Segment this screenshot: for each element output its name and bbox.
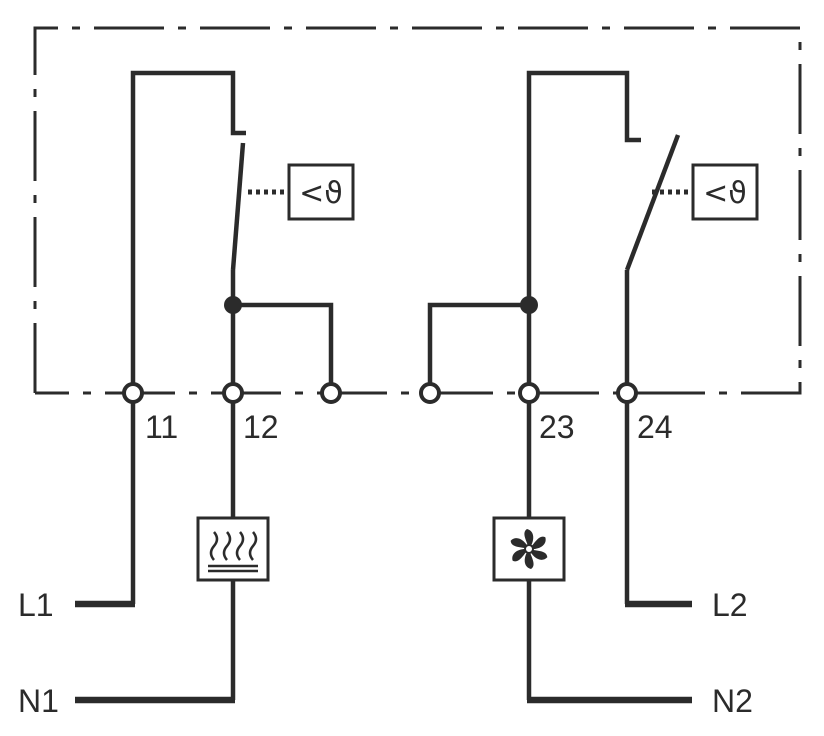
left-switch-blade [230,142,246,271]
right-switch-blade [624,134,681,271]
terminal-label-12: 12 [243,409,279,445]
right-thermostat-symbol: <ϑ [703,176,747,211]
wire-11-to-contact [130,70,246,393]
supply-label-n2: N2 [712,683,753,719]
left-bridge-wire [233,302,334,393]
wire-23-to-contact [526,70,641,393]
terminal-11 [122,382,144,404]
left-thermostat-symbol: <ϑ [299,176,343,211]
terminal-23 [518,382,540,404]
right-junction-dot [520,296,538,314]
terminal-24 [616,382,638,404]
terminal-label-23: 23 [539,409,575,445]
device-housing-outline [33,26,802,395]
terminal-right-bridge [419,382,441,404]
right-bridge-wire [427,302,529,393]
heater-icon [196,516,270,582]
supply-label-l1: L1 [18,587,54,623]
left-junction-dot [224,296,242,314]
terminal-label-24: 24 [637,409,673,445]
terminal-left-bridge [320,382,342,404]
fan-icon [492,516,566,582]
terminal-12 [222,382,244,404]
supply-label-l2: L2 [712,587,748,623]
right-thermostat-box [691,163,759,221]
terminal-label-11: 11 [145,409,178,445]
right-thermostat-circuit: <ϑ [427,70,759,393]
left-thermostat-circuit: <ϑ [130,70,355,393]
left-thermostat-box [287,163,355,221]
supply-label-n1: N1 [18,683,59,719]
